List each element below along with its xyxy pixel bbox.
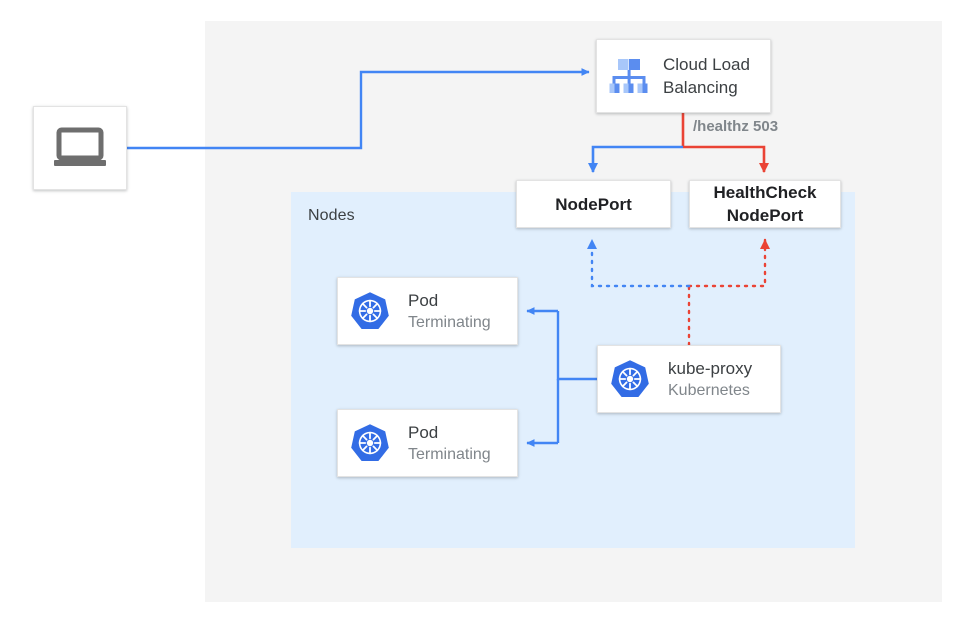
cloud-load-balancing-title-line1: Cloud Load	[663, 55, 750, 74]
healthz-edge-label: /healthz 503	[693, 118, 779, 135]
kube-proxy-card[interactable]: kube-proxy Kubernetes	[597, 345, 781, 413]
kubernetes-icon	[610, 359, 650, 399]
pod-terminating-1-card[interactable]: Pod Terminating	[337, 277, 518, 345]
pod-terminating-2-subtitle: Terminating	[408, 445, 491, 463]
pod-terminating-1-text: Pod Terminating	[408, 289, 491, 334]
pod-terminating-1-subtitle: Terminating	[408, 313, 491, 331]
cloud-load-balancing-text: Cloud Load Balancing	[663, 53, 750, 99]
cloud-load-balancing-icon	[607, 54, 651, 98]
healthcheck-nodeport-card[interactable]: HealthCheck NodePort	[689, 180, 841, 228]
laptop-icon	[53, 126, 107, 170]
pod-terminating-2-card[interactable]: Pod Terminating	[337, 409, 518, 477]
kube-proxy-title: kube-proxy	[668, 358, 753, 378]
pod-terminating-2-text: Pod Terminating	[408, 421, 491, 466]
kube-proxy-text: kube-proxy Kubernetes	[668, 357, 752, 402]
client-device-card[interactable]	[33, 106, 127, 190]
healthcheck-nodeport-label-line1: HealthCheck	[713, 183, 817, 202]
cloud-load-balancing-title-line2: Balancing	[663, 78, 738, 97]
kubernetes-icon	[350, 423, 390, 463]
nodes-panel-label: Nodes	[308, 207, 355, 224]
healthcheck-nodeport-label-line2: NodePort	[726, 206, 804, 225]
cloud-load-balancing-card[interactable]: Cloud Load Balancing	[596, 39, 771, 113]
pod-terminating-2-title: Pod	[408, 422, 439, 442]
kube-proxy-subtitle: Kubernetes	[668, 381, 750, 399]
pod-terminating-1-title: Pod	[408, 290, 439, 310]
nodeport-card[interactable]: NodePort	[516, 180, 671, 228]
healthcheck-nodeport-text: HealthCheck NodePort	[714, 181, 817, 227]
nodeport-label: NodePort	[555, 194, 632, 214]
kubernetes-icon	[350, 291, 390, 331]
